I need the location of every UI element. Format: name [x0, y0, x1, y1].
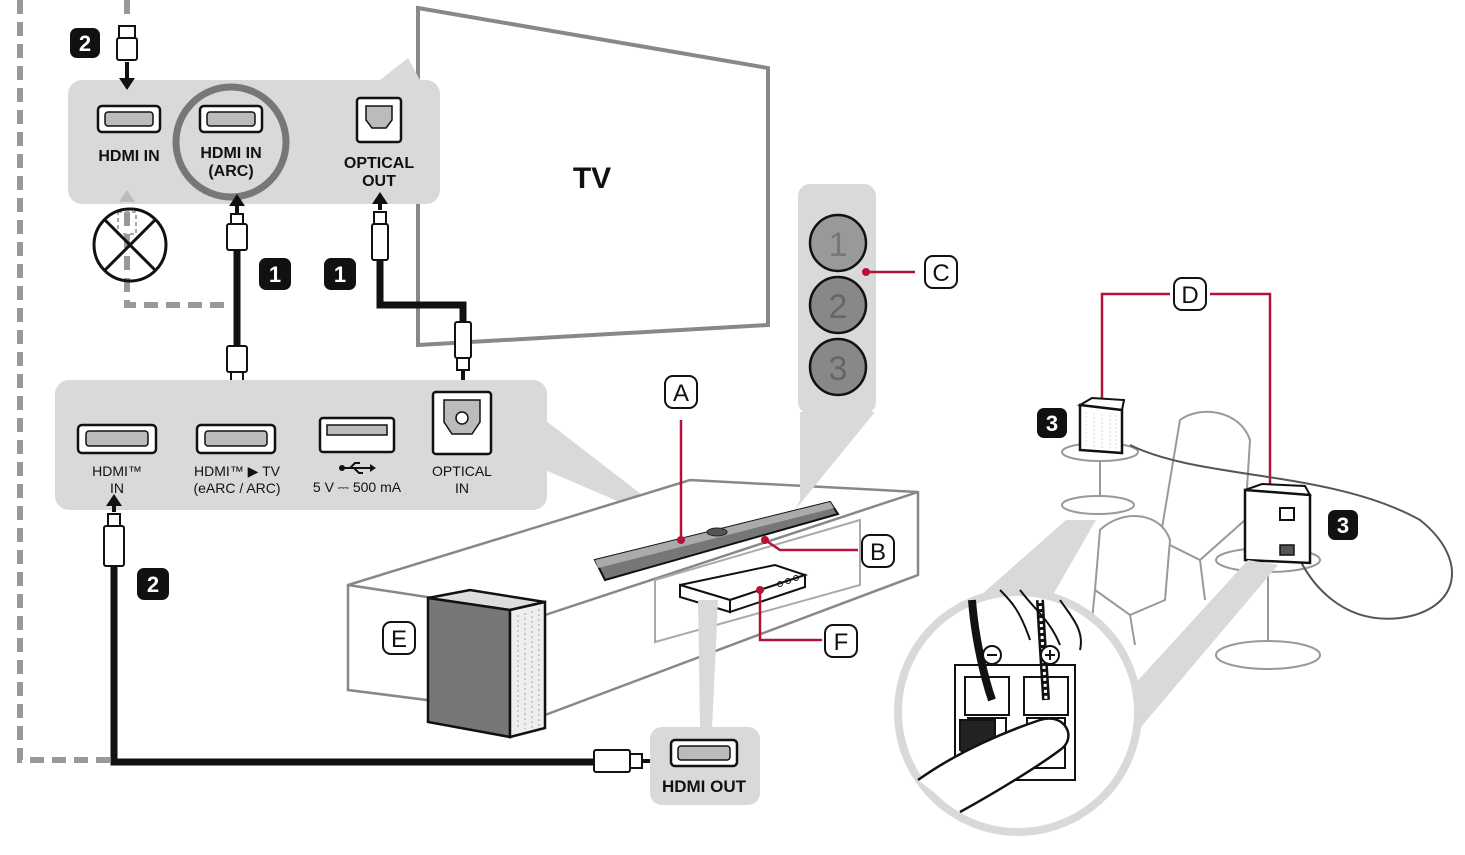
device-hdmi-out-label: HDMI OUT: [662, 777, 747, 796]
blocked-connection-icon: [92, 190, 168, 283]
step-2-badge-top: 2: [70, 28, 100, 58]
callout-c-letter: C: [932, 260, 949, 287]
step-1-number: 1: [269, 262, 281, 287]
step-1-badge-optical: 1: [324, 258, 356, 290]
led-2-number: 2: [829, 288, 848, 326]
tv-port-panel: HDMI IN HDMI IN (ARC) OPTICAL OUT: [68, 58, 440, 204]
tv-hdmi-in-label: HDMI IN: [98, 148, 159, 165]
rear-speaker-left: [1076, 396, 1126, 455]
sb-optical-in-label-1: OPTICAL: [432, 463, 492, 479]
step-3-badge-right: 3: [1328, 510, 1358, 540]
hdmi-arc-cable: [226, 194, 248, 410]
device-hdmi-out-port: [669, 738, 739, 768]
speaker-terminal-zoom: [894, 520, 1278, 836]
callout-f: F: [824, 624, 858, 658]
callout-b: B: [861, 534, 895, 568]
hdmi-device-cable: [103, 494, 664, 773]
device-hdmi-out-panel: HDMI OUT: [650, 600, 760, 805]
soundbar-usb-port: [318, 416, 396, 454]
led-indicator-2: 2: [808, 275, 868, 335]
dashed-hdmi-route: [17, 0, 130, 763]
rear-speaker-right: [1243, 482, 1312, 565]
soundbar-hdmi-in-port: [76, 423, 158, 455]
tv-hdmi-arc-label-1: HDMI IN: [200, 145, 261, 162]
sb-hdmi-tv-label-2: (eARC / ARC): [193, 480, 280, 496]
optical-cable: [371, 192, 472, 396]
led-indicator-1: 1: [808, 213, 868, 273]
step-3-number: 3: [1046, 411, 1058, 436]
usb-icon: [339, 462, 376, 474]
soundbar-hdmi-tv-port: [195, 423, 277, 455]
callout-d-letter: D: [1181, 282, 1198, 309]
sb-hdmi-tv-label-1: HDMI™ ▶ TV: [194, 463, 281, 479]
callout-f-letter: F: [834, 629, 849, 656]
dashed-blocked-route: [124, 190, 230, 308]
led-indicator-panel: 1 2 3: [795, 184, 876, 510]
callout-c: C: [924, 255, 958, 289]
subwoofer: [426, 588, 547, 739]
tv-screen: TV: [416, 5, 770, 348]
tv-title: TV: [573, 162, 611, 195]
led-3-number: 3: [829, 350, 848, 388]
sb-optical-in-label-2: IN: [455, 480, 469, 496]
step-3-badge-left: 3: [1037, 408, 1067, 438]
callout-b-letter: B: [870, 539, 886, 566]
step-2-number: 2: [79, 31, 91, 56]
led-1-number: 1: [829, 226, 848, 264]
led-indicator-3: 3: [808, 337, 868, 397]
sb-usb-power-label: 5 V ⎓ 500 mA: [313, 479, 402, 495]
tv-optical-out-port: [355, 96, 403, 144]
tv-hdmi-arc-label-2: (ARC): [208, 163, 253, 180]
callout-lines: [679, 270, 1272, 642]
step-2-badge-bottom: 2: [137, 568, 169, 600]
hdmi-plug-top: [116, 25, 138, 90]
step-1-badge-hdmi: 1: [259, 258, 291, 290]
tv-optical-out-label-2: OUT: [362, 173, 396, 190]
step-2-number: 2: [147, 572, 159, 597]
callout-d: D: [1173, 277, 1207, 311]
soundbar-optical-in-port: [431, 390, 493, 456]
tv-optical-out-label-1: OPTICAL: [344, 155, 414, 172]
sb-hdmi-in-label-1: HDMI™: [92, 463, 142, 479]
sb-hdmi-in-label-2: IN: [110, 480, 124, 496]
step-1-number: 1: [334, 262, 346, 287]
callout-a-letter: A: [673, 380, 689, 407]
arc-highlight-ring: [172, 83, 290, 201]
step-3-number: 3: [1337, 513, 1349, 538]
tv-hdmi-arc-port: [198, 104, 264, 134]
callout-e: E: [382, 621, 416, 655]
callout-e-letter: E: [391, 626, 407, 653]
soundbar: [593, 500, 840, 582]
tv-hdmi-in-port: [96, 104, 162, 134]
callout-a: A: [664, 375, 698, 409]
